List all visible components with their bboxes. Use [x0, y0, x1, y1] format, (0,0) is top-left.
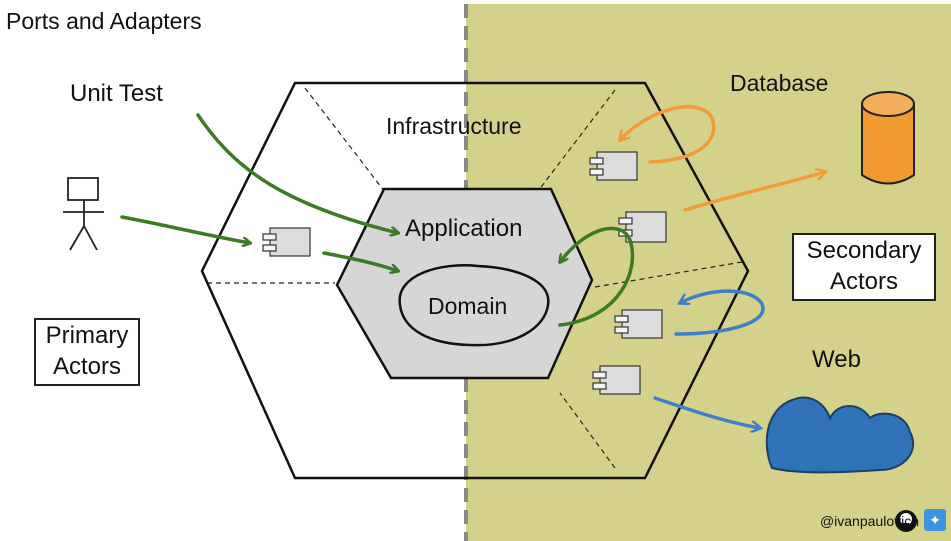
application-label: Application — [405, 215, 523, 242]
secondary-actors-line-2: Actors — [829, 268, 898, 295]
port-to-application-arrow — [322, 251, 398, 271]
web-loop-arrow — [674, 289, 765, 336]
author-credit: @ivanpaulovich — [819, 513, 919, 529]
infrastructure-hexagon — [200, 81, 750, 480]
component-icon — [262, 227, 311, 257]
actor-to-port-arrow — [120, 215, 250, 243]
domain-label: Domain — [428, 293, 508, 319]
hexagon-spokes — [207, 87, 743, 469]
component-icon — [589, 151, 638, 181]
to-web-arrow — [653, 396, 760, 428]
database-loop-arrow — [620, 105, 716, 164]
component-icon — [614, 309, 663, 339]
twitter-icon: ✦ — [924, 509, 946, 531]
cloud-icon — [765, 396, 915, 474]
actor-icon — [63, 177, 104, 251]
to-database-arrow — [683, 172, 825, 212]
component-icon — [618, 211, 667, 243]
component-icon — [592, 365, 641, 395]
database-label: Database — [730, 70, 829, 96]
infrastructure-label: Infrastructure — [386, 113, 522, 139]
github-icon — [895, 510, 917, 532]
domain-to-adapter-arrow — [560, 226, 635, 327]
secondary-actors-box: Secondary Actors — [792, 233, 936, 301]
domain-blob — [398, 264, 550, 347]
web-label: Web — [812, 346, 861, 373]
page-title: Ports and Adapters — [6, 8, 202, 34]
unit-test-arrow — [196, 113, 398, 233]
primary-actors-line-1: Primary — [45, 322, 129, 349]
database-icon — [861, 91, 915, 185]
primary-actors-line-2: Actors — [52, 353, 121, 380]
secondary-actors-line-1: Secondary — [806, 237, 922, 264]
primary-actors-box: Primary Actors — [34, 318, 140, 386]
unit-test-label: Unit Test — [70, 80, 163, 107]
